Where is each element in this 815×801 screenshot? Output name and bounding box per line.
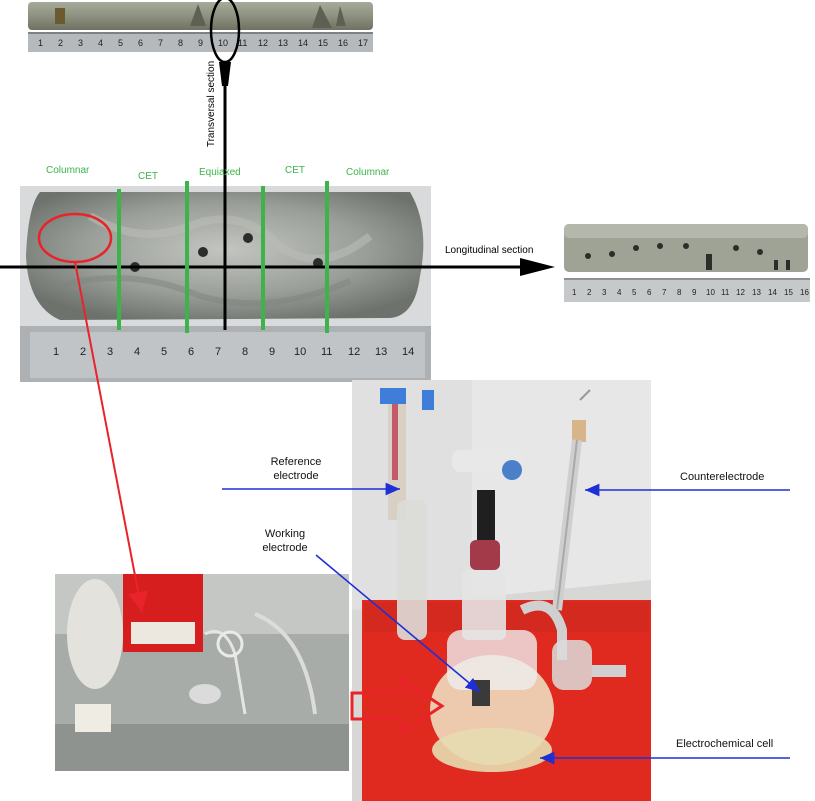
top-ruler-number: 3 (78, 38, 84, 48)
main-ruler-number: 7 (215, 346, 222, 358)
side-ruler-number: 12 (736, 288, 745, 297)
counterelectrode-label: Counterelectrode (680, 471, 765, 483)
top-ruler-number: 17 (358, 38, 369, 48)
top-ruler-number: 15 (318, 38, 329, 48)
main-ruler-number: 11 (321, 346, 333, 358)
top-ruler-scale: 1 2 3 4 5 6 7 8 9 10 11 12 13 14 15 16 1… (38, 38, 378, 52)
top-ruler-number: 10 (218, 38, 229, 48)
transversal-section-label: Transversal section (206, 60, 217, 148)
reference-electrode-label: Reference electrode (256, 455, 336, 483)
longitudinal-arrowhead (520, 258, 555, 276)
top-ruler-number: 8 (178, 38, 184, 48)
main-ruler-number: 1 (53, 346, 60, 358)
side-ruler-number: 6 (647, 288, 652, 297)
main-ruler-number: 12 (348, 346, 361, 358)
main-ruler-scale: 1 2 3 4 5 6 7 8 9 10 11 12 13 14 (53, 346, 431, 362)
electrochemical-cell-photo (352, 380, 651, 801)
side-specimen-image (564, 224, 810, 302)
main-ruler-number: 2 (80, 346, 87, 358)
top-specimen-photo: 1 2 3 4 5 6 7 8 9 10 11 12 13 14 15 16 1… (20, 0, 381, 54)
side-ruler-number: 2 (587, 288, 592, 297)
top-ruler-number: 13 (278, 38, 289, 48)
zone-label-equiaxed: Equiaxed (199, 167, 241, 178)
top-specimen-image (28, 2, 373, 52)
side-specimen-photo: 1 2 3 4 5 6 7 8 9 10 11 12 13 14 15 16 (560, 222, 812, 304)
top-ruler-number: 12 (258, 38, 269, 48)
side-ruler-number: 14 (768, 288, 777, 297)
zone-label-columnar-left: Columnar (46, 165, 90, 176)
working-electrode-arrow (315, 554, 481, 693)
top-ruler-number: 9 (198, 38, 204, 48)
working-electrode-label-line: Working (264, 528, 306, 540)
main-ruler-number: 9 (269, 346, 276, 358)
top-ruler-number: 7 (158, 38, 164, 48)
working-electrode-highlight-arrow (350, 677, 445, 735)
top-ruler-number: 2 (58, 38, 64, 48)
side-ruler-number: 7 (662, 288, 667, 297)
main-ruler-number: 5 (161, 346, 168, 358)
side-ruler-number: 1 (572, 288, 577, 297)
working-electrode-zoom-image (55, 574, 349, 771)
main-ruler-number: 6 (188, 346, 195, 358)
side-ruler-number: 13 (752, 288, 761, 297)
side-ruler-number: 3 (602, 288, 607, 297)
side-ruler-number: 4 (617, 288, 622, 297)
top-ruler-number: 16 (338, 38, 349, 48)
main-ruler-number: 14 (402, 346, 415, 358)
side-ruler-number: 11 (721, 288, 730, 297)
zone-label-cet-right: CET (285, 165, 305, 176)
side-ruler-number: 15 (784, 288, 793, 297)
transversal-connector (219, 62, 231, 86)
sample-region-highlight (37, 212, 113, 264)
top-ruler-number: 11 (238, 38, 248, 48)
main-ruler-number: 10 (294, 346, 307, 358)
working-electrode-zoom-photo (55, 574, 349, 771)
top-ruler-number: 4 (98, 38, 104, 48)
main-ruler-number: 3 (107, 346, 114, 358)
side-ruler-number: 9 (692, 288, 697, 297)
reference-electrode-label-line: Reference (270, 456, 322, 468)
side-ruler-number: 10 (706, 288, 715, 297)
working-electrode-label-line: electrode (262, 542, 308, 554)
zone-label-columnar-right: Columnar (346, 167, 390, 178)
side-ruler-number: 16 (800, 288, 809, 297)
side-ruler-number: 5 (632, 288, 637, 297)
main-ruler-number: 4 (134, 346, 141, 358)
reference-electrode-label-line: electrode (273, 470, 319, 482)
top-ruler-number: 5 (118, 38, 124, 48)
longitudinal-section-label: Longitudinal section (445, 245, 534, 256)
top-ruler-number: 1 (38, 38, 44, 48)
main-ruler-number: 8 (242, 346, 249, 358)
working-electrode-label: Working electrode (245, 527, 325, 555)
main-ruler-number: 13 (375, 346, 388, 358)
zoom-pointer-arrow (74, 261, 149, 613)
electrochemical-cell-label: Electrochemical cell (676, 738, 774, 750)
zone-label-cet-left: CET (138, 171, 158, 182)
side-ruler-number: 8 (677, 288, 682, 297)
side-ruler-scale: 1 2 3 4 5 6 7 8 9 10 11 12 13 14 15 16 (572, 288, 812, 300)
electrochemical-cell-image (352, 380, 651, 801)
top-ruler-number: 6 (138, 38, 144, 48)
top-ruler-number: 14 (298, 38, 309, 48)
